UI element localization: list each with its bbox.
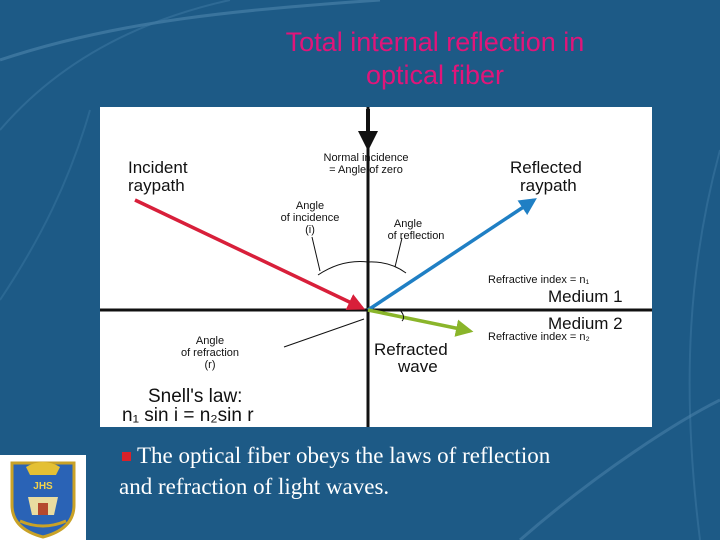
angle-refraction-leader — [283, 318, 365, 348]
angle-reflection-arc — [367, 261, 407, 274]
angle-reflection-label-2: of reflection — [388, 230, 445, 242]
refracted-ray — [367, 308, 474, 337]
angle-incidence-arc — [317, 261, 369, 276]
title-line-1: Total internal reflection in — [285, 27, 585, 57]
angle-incidence-leader — [311, 236, 321, 272]
svg-text:JHS: JHS — [33, 481, 53, 492]
refractive-index-2-label: Refractive index = n₂ — [488, 331, 590, 343]
refracted-label-1: Refracted — [374, 340, 448, 359]
angle-reflection-label-1: Angle — [394, 218, 422, 230]
refracted-label-2: wave — [397, 357, 438, 376]
angle-reflection-leader — [394, 237, 403, 268]
medium-2-label: Medium 2 — [548, 314, 623, 333]
slide-title: Total internal reflection in optical fib… — [215, 26, 655, 92]
incident-label-2: raypath — [128, 176, 185, 195]
snell-law-equation: n₁ sin i = n₂sin r — [122, 405, 254, 426]
incident-label-1: Incident — [128, 158, 188, 177]
angle-refraction-arc — [399, 309, 405, 322]
snell-law-label: Snell's law: — [148, 386, 242, 407]
angle-incidence-label-3: (i) — [305, 224, 315, 236]
caption-line-2: and refraction of light waves. — [119, 474, 390, 499]
angle-refraction-label-3: (r) — [205, 359, 216, 371]
slide-caption: The optical fiber obeys the laws of refl… — [119, 440, 679, 502]
reflection-diagram-svg: Normal incidence = Angle of zero Inciden… — [100, 107, 652, 427]
bullet-icon — [122, 452, 131, 461]
caption-line-1: The optical fiber obeys the laws of refl… — [137, 443, 551, 468]
angle-refraction-label-1: Angle — [196, 335, 224, 347]
reflection-diagram: Normal incidence = Angle of zero Inciden… — [100, 107, 652, 427]
title-line-2: optical fiber — [365, 60, 505, 90]
normal-incidence-label-2: = Angle of zero — [329, 164, 403, 176]
reflected-label-1: Reflected — [510, 158, 582, 177]
medium-1-label: Medium 1 — [548, 287, 623, 306]
reflected-ray — [367, 198, 537, 312]
angle-incidence-label-1: Angle — [296, 200, 324, 212]
reflected-label-2: raypath — [520, 176, 577, 195]
normal-incidence-label-1: Normal incidence — [324, 152, 409, 164]
angle-incidence-label-2: of incidence — [281, 212, 340, 224]
angle-refraction-label-2: of refraction — [181, 347, 239, 359]
refractive-index-1-label: Refractive index = n₁ — [488, 274, 590, 286]
school-crest-logo: JHS — [0, 455, 86, 540]
incident-ray — [134, 198, 366, 310]
